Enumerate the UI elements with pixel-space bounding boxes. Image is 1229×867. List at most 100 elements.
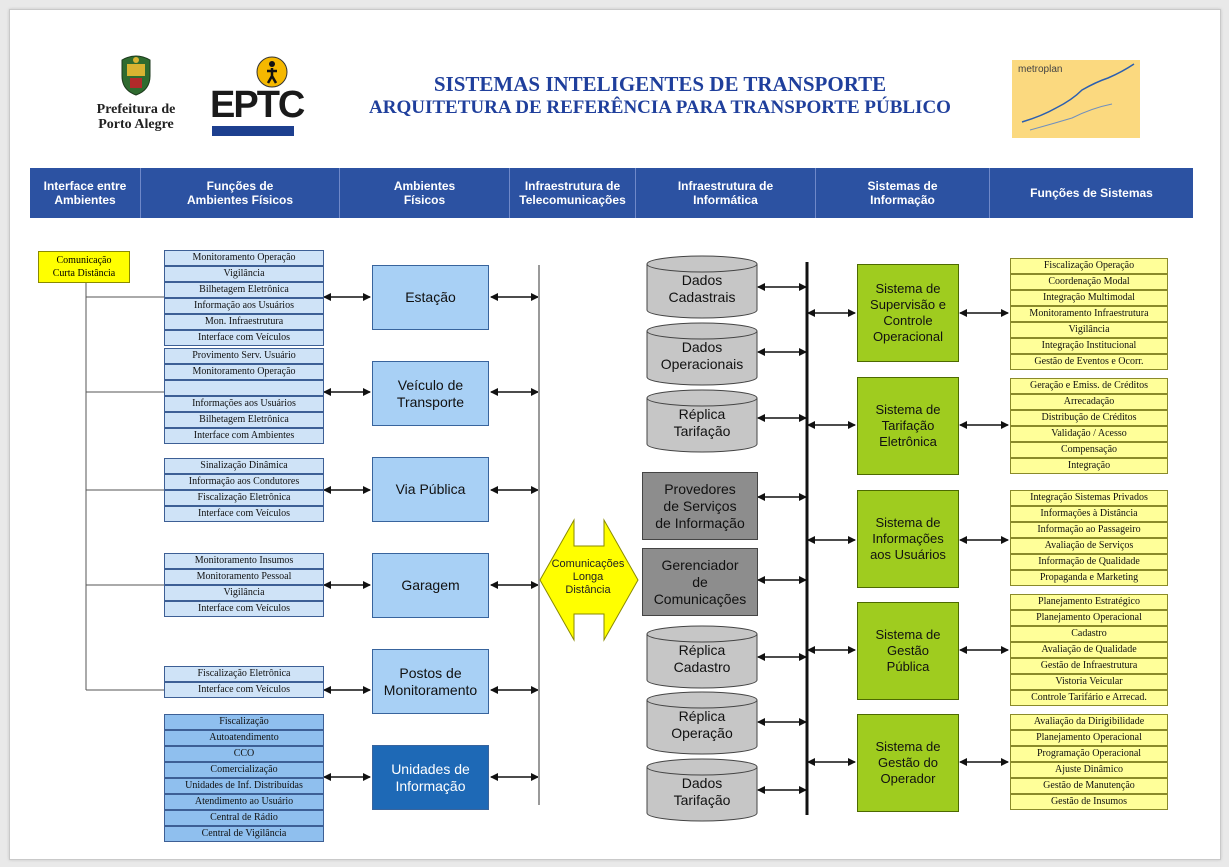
system-function-item: Gestão de Eventos e Ocorr. <box>1010 354 1168 370</box>
system-function-item: Gestão de Insumos <box>1010 794 1168 810</box>
system-function-item: Planejamento Operacional <box>1010 610 1168 626</box>
function-item <box>164 380 324 396</box>
function-item: Interface com Veículos <box>164 506 324 522</box>
long-distance-label: Comunicações Longa Distância <box>551 558 625 596</box>
metroplan-wordmark: metroplan <box>1018 64 1063 75</box>
long-distance-arrow <box>539 518 639 642</box>
column-header-funcoes-sistemas: Funções de Sistemas <box>1030 186 1153 200</box>
system-function-item: Geração e Emiss. de Créditos <box>1010 378 1168 394</box>
system-function-item: Ajuste Dinâmico <box>1010 762 1168 778</box>
pmpa-seal-icon <box>121 55 151 96</box>
function-item: Central de Rádio <box>164 810 324 826</box>
function-item: Interface com Ambientes <box>164 428 324 444</box>
system-function-item: Gestão de Manutenção <box>1010 778 1168 794</box>
function-item: Comercialização <box>164 762 324 778</box>
function-item: Vigilância <box>164 266 324 282</box>
pmpa-name-line2: Porto Alegre <box>98 117 174 132</box>
metroplan-logo: metroplan <box>1012 60 1140 138</box>
eptc-wordmark: EPTC <box>210 84 305 126</box>
function-item: Monitoramento Pessoal <box>164 569 324 585</box>
pmpa-name-line1: Prefeitura de <box>96 102 176 117</box>
system-function-item: Integração <box>1010 458 1168 474</box>
database-icon <box>646 389 758 453</box>
function-item: Interface com Veículos <box>164 601 324 617</box>
function-item: Atendimento ao Usuário <box>164 794 324 810</box>
system-function-item: Vistoria Veicular <box>1010 674 1168 690</box>
system-function-item: Vigilância <box>1010 322 1168 338</box>
system-function-item: Cadastro <box>1010 626 1168 642</box>
system-function-item: Integração Multimodal <box>1010 290 1168 306</box>
system-function-item: Informação de Qualidade <box>1010 554 1168 570</box>
function-item: Interface com Veículos <box>164 682 324 698</box>
function-item: Informação aos Usuários <box>164 298 324 314</box>
function-item: Interface com Veículos <box>164 330 324 346</box>
function-item: CCO <box>164 746 324 762</box>
system-function-item: Distribução de Créditos <box>1010 410 1168 426</box>
pmpa-logo: Prefeitura de Porto Alegre <box>82 52 190 142</box>
ambiente-via-publica: Via Pública <box>372 457 489 522</box>
database-icon <box>646 758 758 822</box>
map-line-icon <box>1021 63 1135 131</box>
function-item: Monitoramento Insumos <box>164 553 324 569</box>
function-item: Provimento Serv. Usuário <box>164 348 324 364</box>
system-function-item: Informações à Distância <box>1010 506 1168 522</box>
function-item: Unidades de Inf. Distribuídas <box>164 778 324 794</box>
system-function-item: Arrecadação <box>1010 394 1168 410</box>
system-function-item: Planejamento Estratégico <box>1010 594 1168 610</box>
function-item: Bilhetagem Eletrônica <box>164 282 324 298</box>
function-item: Vigilância <box>164 585 324 601</box>
system-function-item: Integração Sistemas Privados <box>1010 490 1168 506</box>
ambiente-garagem: Garagem <box>372 553 489 618</box>
function-item: Bilhetagem Eletrônica <box>164 412 324 428</box>
function-item: Informações aos Usuários <box>164 396 324 412</box>
pedestrian-icon <box>256 56 288 88</box>
system-function-item: Coordenação Modal <box>1010 274 1168 290</box>
function-item: Fiscalização Eletrônica <box>164 666 324 682</box>
eptc-bar <box>212 126 294 136</box>
eptc-logo: EPTC <box>208 56 305 142</box>
system-function-item: Propaganda e Marketing <box>1010 570 1168 586</box>
function-item: Monitoramento Operação <box>164 364 324 380</box>
system-function-item: Informação ao Passageiro <box>1010 522 1168 538</box>
system-function-item: Gestão de Infraestrutura <box>1010 658 1168 674</box>
system-function-item: Avaliação de Serviços <box>1010 538 1168 554</box>
system-function-item: Monitoramento Infraestrutura <box>1010 306 1168 322</box>
system-function-item: Validação / Acesso <box>1010 426 1168 442</box>
function-item: Mon. Infraestrutura <box>164 314 324 330</box>
system-function-item: Avaliação da Dirigibilidade <box>1010 714 1168 730</box>
database-icon <box>646 691 758 755</box>
function-item: Fiscalização <box>164 714 324 730</box>
system-function-item: Compensação <box>1010 442 1168 458</box>
function-item: Informação aos Condutores <box>164 474 324 490</box>
system-function-item: Integração Institucional <box>1010 338 1168 354</box>
database-icon <box>646 625 758 689</box>
system-function-item: Planejamento Operacional <box>1010 730 1168 746</box>
function-item: Sinalização Dinâmica <box>164 458 324 474</box>
system-function-item: Programação Operacional <box>1010 746 1168 762</box>
system-function-item: Controle Tarifário e Arrecad. <box>1010 690 1168 706</box>
function-item: Autoatendimento <box>164 730 324 746</box>
page-title: SISTEMAS INTELIGENTES DE TRANSPORTE ARQU… <box>310 72 1010 120</box>
function-item: Fiscalização Eletrônica <box>164 490 324 506</box>
system-function-item: Avaliação de Qualidade <box>1010 642 1168 658</box>
database-icon <box>646 322 758 386</box>
title-line-2: ARQUITETURA DE REFERÊNCIA PARA TRANSPORT… <box>369 97 951 118</box>
